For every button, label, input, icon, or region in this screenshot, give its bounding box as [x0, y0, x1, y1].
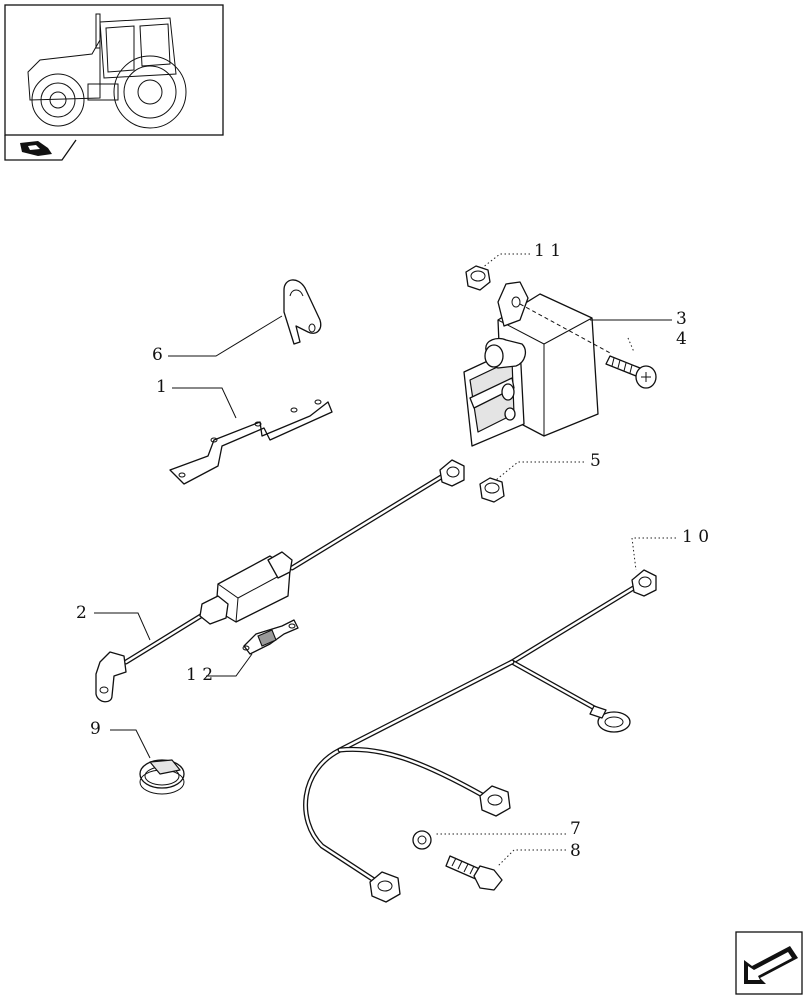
bolt-part-4 [605, 355, 657, 389]
section-tab-icon[interactable] [4, 135, 77, 161]
fuse-part-12 [242, 619, 299, 655]
callout-8: 8 [570, 841, 581, 861]
bolt-part-8 [445, 855, 503, 891]
nut-part-5 [479, 477, 505, 503]
p-clip-part-6 [283, 279, 322, 345]
callout-10: 1 0 [682, 527, 709, 547]
tractor-thumbnail-icon[interactable] [4, 4, 224, 136]
callout-7: 7 [570, 819, 581, 839]
nut-part-11 [465, 265, 491, 291]
leader-lines [94, 253, 676, 867]
callout-5: 5 [590, 451, 601, 471]
next-page-arrow-icon[interactable] [735, 931, 803, 995]
fuse-cable-part-2 [95, 459, 465, 703]
callout-2: 2 [76, 603, 87, 623]
hose-clamp-part-9 [139, 759, 185, 795]
callout-6: 6 [152, 345, 163, 365]
callout-12: 1 2 [186, 665, 213, 685]
washer-part-7 [412, 830, 432, 850]
bracket-part-1 [169, 399, 333, 485]
ground-harness-part-10 [303, 569, 657, 903]
callout-3: 3 [676, 309, 687, 329]
callout-labels: 1 2 3 4 5 6 7 8 9 1 0 1 1 1 2 [76, 241, 709, 861]
relay-housing-part-3 [463, 281, 613, 447]
callout-4: 4 [676, 329, 687, 349]
callout-9: 9 [90, 719, 101, 739]
callout-1: 1 [156, 377, 167, 397]
callout-11: 1 1 [534, 241, 561, 261]
